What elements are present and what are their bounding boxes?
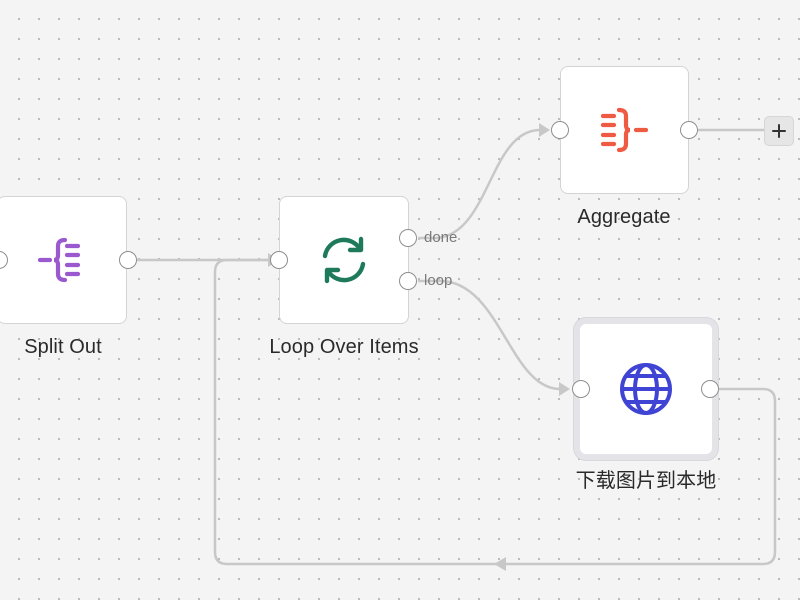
download-input-handle[interactable] — [572, 380, 590, 398]
add-node-button[interactable] — [764, 116, 794, 146]
connection-midpoint-arrow — [494, 557, 506, 571]
split-out-output-handle[interactable] — [119, 251, 137, 269]
connection-loop-to-download[interactable] — [418, 279, 561, 391]
aggregate-input-handle[interactable] — [551, 121, 569, 139]
node-label-aggregate: Aggregate — [577, 206, 671, 228]
aggregate-output-handle[interactable] — [680, 121, 698, 139]
connection-arrow — [539, 123, 550, 137]
loop-loop-output-handle[interactable] — [399, 272, 417, 290]
node-label-split-out: Split Out — [24, 336, 102, 358]
plus-icon — [772, 124, 786, 138]
split-out-icon — [37, 237, 81, 283]
output-label-loop: loop — [424, 272, 453, 289]
node-label-loop-over-items: Loop Over Items — [269, 336, 419, 358]
node-aggregate[interactable] — [560, 66, 689, 194]
connection-done-to-aggregate[interactable] — [418, 128, 541, 240]
node-loop-over-items[interactable] — [279, 196, 409, 324]
aggregate-icon — [600, 107, 648, 153]
globe-icon — [620, 363, 672, 415]
output-label-done: done — [424, 229, 458, 246]
node-label-download-image: 下载图片到本地 — [575, 470, 717, 492]
download-output-handle[interactable] — [701, 380, 719, 398]
node-download-image[interactable] — [574, 318, 718, 460]
loop-done-output-handle[interactable] — [399, 229, 417, 247]
node-split-out[interactable] — [0, 196, 127, 324]
loop-refresh-icon — [322, 236, 366, 284]
connection-arrow — [559, 382, 570, 396]
loop-input-handle[interactable] — [270, 251, 288, 269]
